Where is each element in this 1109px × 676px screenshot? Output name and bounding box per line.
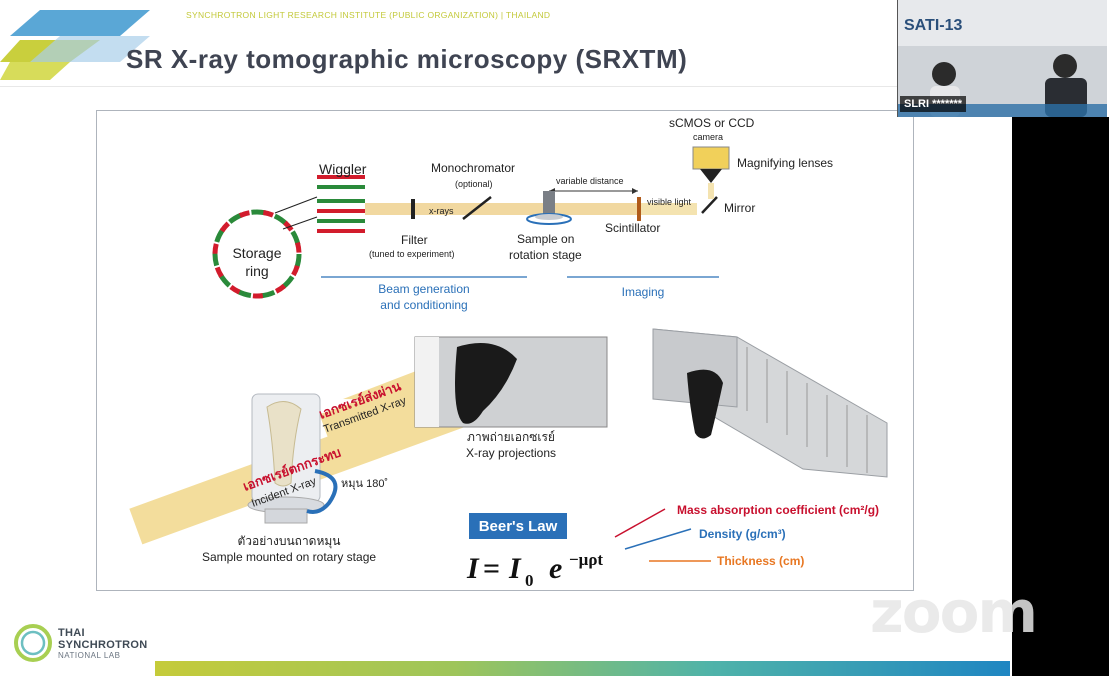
zoom-watermark: zoom [870, 578, 1038, 646]
eq-subscript-zero: 0 [525, 571, 534, 590]
footer-logo-line3: NATIONAL LAB [58, 651, 121, 660]
mass-absorption-label: Mass absorption coefficient (cm²/g) [677, 503, 879, 517]
storage-ring-green [212, 209, 302, 299]
beam-generation-label-1: Beam generation [378, 282, 469, 296]
camera-label-2: camera [693, 132, 723, 142]
scintillator-element [637, 197, 641, 221]
eq-i: I [466, 552, 480, 585]
filter-note: (tuned to experiment) [369, 249, 455, 259]
thai-synchrotron-logo-icon [14, 624, 52, 662]
header-divider [0, 86, 900, 87]
footer-logo-line2: SYNCHROTRON [58, 639, 148, 651]
xray-beam [365, 203, 639, 215]
xrays-label: x-rays [429, 206, 454, 216]
eq-exponent: −μρt [569, 550, 603, 569]
storage-ring-label-2: ring [245, 263, 268, 279]
video-feed: SATI-13 [898, 0, 1107, 117]
visible-light-label: visible light [647, 197, 692, 207]
xray-projection-image [414, 336, 608, 428]
arrow-right-icon [632, 188, 638, 194]
visible-beam [639, 203, 697, 215]
imaging-label: Imaging [622, 285, 665, 299]
thickness-label: Thickness (cm) [717, 554, 804, 568]
header-line: SYNCHROTRON LIGHT RESEARCH INSTITUTE (PU… [186, 10, 551, 20]
magnifying-label: Magnifying lenses [737, 156, 833, 170]
sample-mount-th: ตัวอย่างบนถาดหมุน [237, 534, 340, 549]
monochromator-crystal [462, 196, 492, 220]
participant-name: SLRI ******* [900, 96, 967, 112]
variable-distance-label: variable distance [556, 176, 624, 186]
optional-label: (optional) [455, 179, 493, 189]
beers-law-equation: I = I 0 e −μρt [466, 550, 603, 590]
camera-label-1: sCMOS or CCD [669, 116, 755, 130]
mu-pointer [614, 508, 666, 538]
shape-blue [10, 10, 150, 36]
filter-element [411, 199, 415, 219]
transmitted-arrow [319, 373, 443, 443]
srxtm-diagram: Storage ring Wiggler x-rays Filter (tune… [129, 116, 888, 590]
shape-lime2 [0, 62, 70, 80]
bone-sample [266, 401, 302, 487]
beers-law-badge [469, 513, 567, 539]
event-logo: SATI-13 [904, 17, 962, 34]
storage-ring-label-1: Storage [232, 245, 281, 261]
mirror-element [701, 196, 718, 214]
projection-edge [415, 337, 439, 427]
shape-lightblue [30, 36, 150, 62]
rotate-arrow-icon [306, 469, 338, 514]
filter-label: Filter [401, 233, 428, 247]
scintillator-label: Scintillator [605, 221, 660, 235]
wiggler-magnets [317, 175, 365, 233]
sample-label-2: rotation stage [509, 248, 582, 262]
person-1-head [932, 62, 956, 86]
corner-logo-shapes [0, 10, 150, 80]
figure-frame: Storage ring Wiggler x-rays Filter (tune… [96, 110, 914, 591]
stage-disc [535, 214, 563, 220]
lens-icon [700, 169, 722, 183]
wiggler-pointer [274, 196, 318, 214]
stage-base [264, 508, 308, 524]
slide-title: SR X-ray tomographic microscopy (SRXTM) [126, 44, 688, 74]
eq-i0: I [508, 552, 522, 585]
eq-equals: = [483, 552, 500, 585]
footer-logo-line1: THAI [58, 627, 85, 639]
light-path [708, 183, 714, 199]
rho-pointer [624, 528, 692, 550]
right-panel [1012, 117, 1109, 676]
bottom-gradient-bar [155, 661, 1010, 676]
wiggler-label: Wiggler [319, 161, 367, 177]
eq-e: e [549, 552, 562, 585]
camera-body [692, 146, 730, 170]
sample-mount-en: Sample mounted on rotary stage [202, 550, 376, 564]
storage-ring-red [212, 209, 302, 299]
person-2-head [1053, 54, 1077, 78]
wiggler-pointer-2 [282, 216, 318, 230]
projection-bone [455, 343, 517, 424]
beam-generation-label-2: and conditioning [380, 298, 467, 312]
projections-th: ภาพถ่ายเอกซเรย์ [467, 430, 555, 444]
rotate-label: หมุน 180˚ [341, 478, 388, 490]
mirror-label: Mirror [724, 201, 755, 215]
projection-stack [652, 328, 888, 478]
projections-en: X-ray projections [466, 446, 556, 460]
monochromator-label: Monochromator [431, 161, 515, 175]
sample-cylinder [543, 191, 555, 215]
beers-law-label: Beer's Law [479, 518, 558, 535]
density-label: Density (g/cm³) [699, 527, 786, 541]
sample-label-1: Sample on [517, 232, 574, 246]
speaker-video-tile[interactable]: SATI-13 [897, 0, 1107, 117]
